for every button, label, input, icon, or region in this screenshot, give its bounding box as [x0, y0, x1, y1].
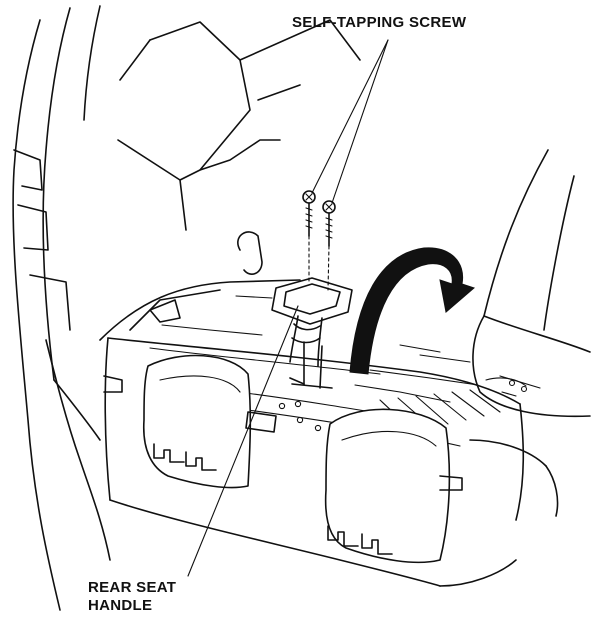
rear-interior-wall [117, 19, 361, 231]
rear-seat-handle [271, 277, 353, 389]
cargo-floor [99, 231, 527, 431]
leader-lines [187, 39, 389, 577]
vehicle-body-left [12, 5, 111, 611]
self-tapping-screws [302, 190, 336, 291]
fold-direction-arrow [349, 247, 475, 375]
self-tapping-screw-label: SELF-TAPPING SCREW [292, 14, 467, 31]
seat-cushion [103, 337, 525, 587]
right-side-trim [469, 149, 591, 517]
rear-seat-handle-label-line1: REAR SEAT [88, 579, 177, 596]
rear-seat-handle-label: REAR SEAT HANDLE [88, 579, 176, 615]
rear-seat-handle-label-line2: HANDLE [88, 597, 153, 614]
